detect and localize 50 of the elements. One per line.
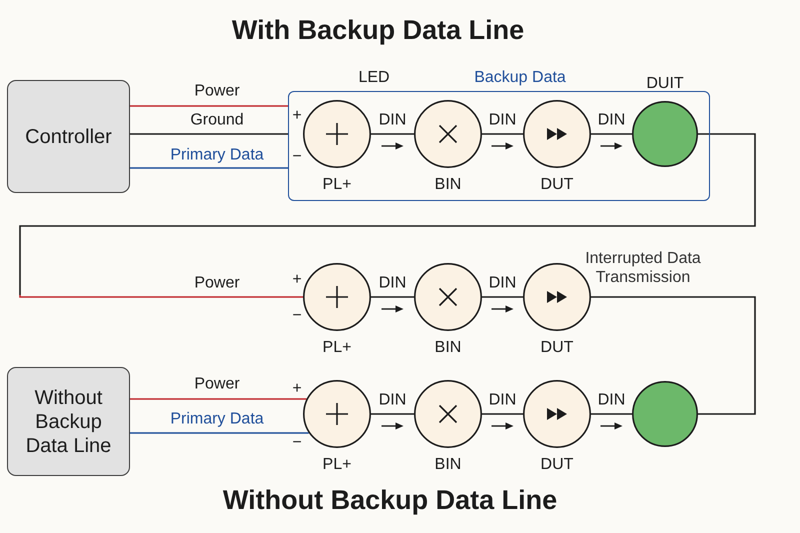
node-label: DUIT xyxy=(646,75,684,93)
wire-label: DIN xyxy=(378,390,406,410)
node-label: PL+ xyxy=(322,456,352,474)
wire-label: DIN xyxy=(488,390,516,410)
wire xyxy=(591,413,632,415)
wire xyxy=(130,432,309,434)
wire xyxy=(371,413,414,415)
wire-label: DIN xyxy=(598,390,626,410)
wire xyxy=(130,105,288,107)
group-label: Backup Data xyxy=(474,69,566,87)
polarity-sign: − xyxy=(292,435,302,451)
wire xyxy=(371,133,414,135)
node-label: PL+ xyxy=(322,176,352,194)
wire xyxy=(591,296,756,415)
wire-label: Primary Data xyxy=(170,146,264,164)
node-label: DUT xyxy=(540,339,574,357)
wire-label: DIN xyxy=(598,110,626,130)
wire-label: Power xyxy=(194,374,240,394)
wire-label: Interrupted Data Transmission xyxy=(584,249,702,287)
node-label: BIN xyxy=(434,339,462,357)
wire xyxy=(371,296,414,298)
polarity-sign: − xyxy=(292,308,302,324)
group-label: LED xyxy=(358,69,390,87)
wire-label: Primary Data xyxy=(170,410,264,428)
wire-label: DIN xyxy=(488,274,516,292)
polarity-sign: + xyxy=(292,381,302,397)
polarity-sign: + xyxy=(292,108,302,124)
node-label: DUT xyxy=(540,176,574,194)
wire-label: DIN xyxy=(488,110,516,130)
wire-label: Ground xyxy=(190,110,244,130)
node-label: DUT xyxy=(540,456,574,474)
node-label: BIN xyxy=(434,176,462,194)
controller-box: Without Backup Data Line xyxy=(7,367,130,476)
section-heading: Without Backup Data Line xyxy=(222,484,558,516)
wire xyxy=(482,296,523,298)
node-label: PL+ xyxy=(322,339,352,357)
node-label: BIN xyxy=(434,456,462,474)
wire xyxy=(591,133,632,135)
wire-label: DIN xyxy=(378,110,406,130)
diagram-title: With Backup Data Line xyxy=(232,14,524,46)
wire-label: Power xyxy=(194,82,240,100)
wire-label: DIN xyxy=(378,274,406,292)
wire xyxy=(130,167,288,169)
wire xyxy=(482,413,523,415)
polarity-sign: − xyxy=(292,149,302,165)
controller-box: Controller xyxy=(7,80,130,193)
wire xyxy=(482,133,523,135)
polarity-sign: + xyxy=(292,272,302,288)
wire xyxy=(130,398,306,400)
wire xyxy=(130,133,288,135)
